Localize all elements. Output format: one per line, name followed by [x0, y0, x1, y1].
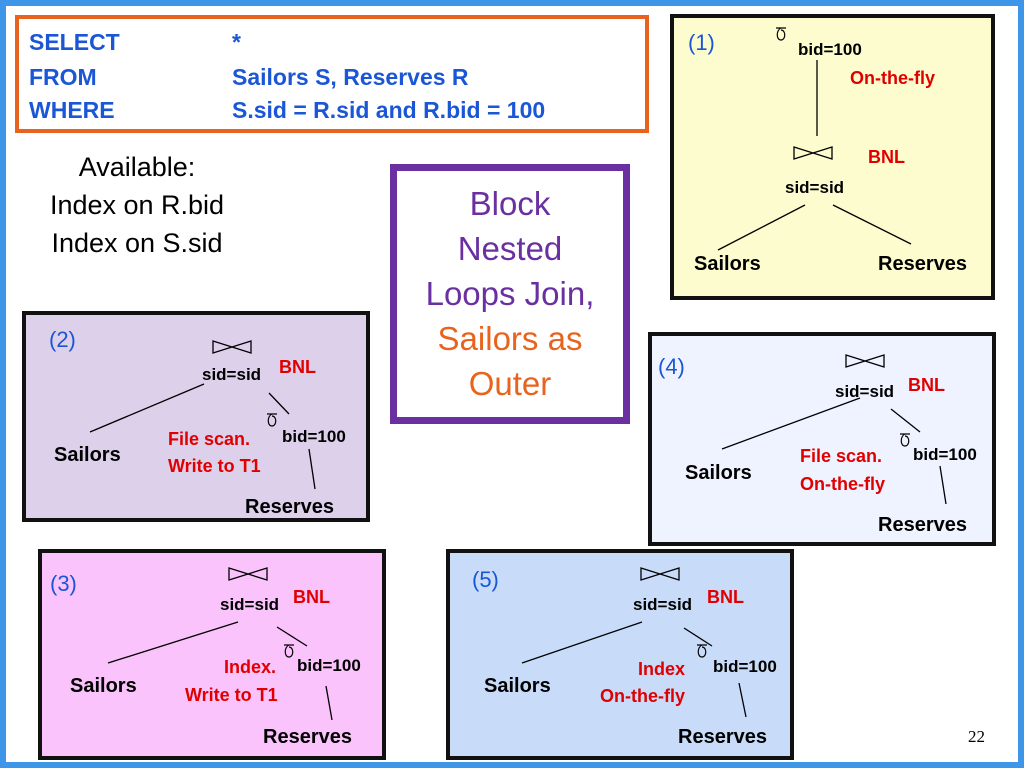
plan-5-join-algorithm: BNL — [707, 587, 744, 607]
plan-5-right-relation: Reserves — [678, 726, 767, 748]
selection-sigma-icon — [697, 644, 707, 658]
plan-4-left-relation: Sailors — [685, 462, 752, 484]
plan-1-number: (1) — [688, 30, 715, 55]
plan-3-number: (3) — [50, 571, 77, 596]
selection-sigma-icon — [267, 413, 277, 427]
plan-4-right-relation: Reserves — [878, 514, 967, 536]
plan-1-selection-note: On-the-fly — [850, 68, 935, 88]
join-bowtie-icon — [640, 567, 680, 581]
plan-1-left-relation: Sailors — [694, 253, 761, 275]
plan-5-number: (5) — [472, 567, 499, 592]
title-line-2: Nested — [457, 230, 563, 267]
plan-2-number: (2) — [49, 327, 76, 352]
plan-4-box: (4) BNL sid=sid bid=100 File scan. On-th… — [648, 332, 996, 546]
plan-2-box: (2) BNL sid=sid bid=100 File scan. Write… — [22, 311, 370, 522]
plan-4-note-2: On-the-fly — [800, 474, 885, 494]
index-ssid: Index on S.sid — [51, 228, 223, 258]
plan-2-join-predicate: sid=sid — [202, 365, 262, 384]
plan-5-box: (5) BNL sid=sid bid=100 Index On-the-fly… — [446, 549, 794, 760]
selection-sigma-icon — [900, 433, 910, 447]
plan-2-note-2: Write to T1 — [168, 456, 261, 476]
selection-sigma-icon — [776, 27, 786, 41]
plan-5-note-2: On-the-fly — [600, 686, 685, 706]
plan-4-join-predicate: sid=sid — [835, 382, 895, 401]
select-keyword: SELECT — [29, 29, 120, 55]
plan-1-right-relation: Reserves — [878, 253, 967, 275]
plan-1-selection-predicate: bid=100 — [798, 40, 862, 59]
selection-sigma-icon — [284, 644, 294, 658]
plan-2-join-algorithm: BNL — [279, 357, 316, 377]
plan-4-join-algorithm: BNL — [908, 375, 945, 395]
page-number: 22 — [968, 727, 985, 746]
plan-3-right-relation: Reserves — [263, 726, 352, 748]
plan-3-join-algorithm: BNL — [293, 587, 330, 607]
title-line-3: Loops Join, — [425, 275, 595, 312]
join-bowtie-icon — [845, 354, 885, 368]
plan-3-note-2: Write to T1 — [185, 685, 278, 705]
plan-2-note-1: File scan. — [168, 429, 251, 449]
plan-3-join-predicate: sid=sid — [220, 595, 280, 614]
available-label: Available: — [78, 152, 196, 182]
from-keyword: FROM — [29, 64, 97, 90]
join-bowtie-icon — [212, 340, 252, 354]
title-line-1: Block — [469, 185, 551, 222]
plan-3-selection-predicate: bid=100 — [297, 656, 361, 675]
where-value: S.sid = R.sid and R.bid = 100 — [232, 97, 546, 123]
plan-5-note-1: Index — [638, 659, 686, 679]
index-rbid: Index on R.bid — [49, 190, 225, 220]
where-keyword: WHERE — [29, 97, 115, 123]
plan-1-join-algorithm: BNL — [868, 147, 905, 167]
title-line-4: Sailors as — [437, 320, 583, 357]
plan-4-selection-predicate: bid=100 — [913, 445, 977, 464]
available-indexes: Available: Index on R.bid Index on S.sid — [12, 148, 262, 262]
select-value: * — [232, 29, 241, 55]
plan-4-number: (4) — [658, 354, 685, 379]
plan-3-box: (3) BNL sid=sid bid=100 Index. Write to … — [38, 549, 386, 760]
plan-4-note-1: File scan. — [800, 446, 883, 466]
plan-2-right-relation: Reserves — [245, 496, 334, 518]
plan-1-box: (1) bid=100 On-the-fly BNL sid=sid Sailo… — [670, 14, 995, 300]
plan-5-join-predicate: sid=sid — [633, 595, 693, 614]
plan-2-selection-predicate: bid=100 — [282, 427, 346, 446]
plan-3-note-1: Index. — [224, 657, 277, 677]
from-value: Sailors S, Reserves R — [232, 64, 469, 90]
plan-3-left-relation: Sailors — [70, 675, 137, 697]
sql-query-box: SELECT * FROM Sailors S, Reserves R WHER… — [15, 15, 649, 133]
plan-5-left-relation: Sailors — [484, 675, 551, 697]
method-title-box: Block Nested Loops Join, Sailors as Oute… — [390, 164, 630, 424]
plan-5-selection-predicate: bid=100 — [713, 657, 777, 676]
plan-1-join-predicate: sid=sid — [785, 178, 845, 197]
title-line-5: Outer — [468, 365, 552, 402]
plan-2-left-relation: Sailors — [54, 444, 121, 466]
join-bowtie-icon — [793, 146, 833, 160]
join-bowtie-icon — [228, 567, 268, 581]
